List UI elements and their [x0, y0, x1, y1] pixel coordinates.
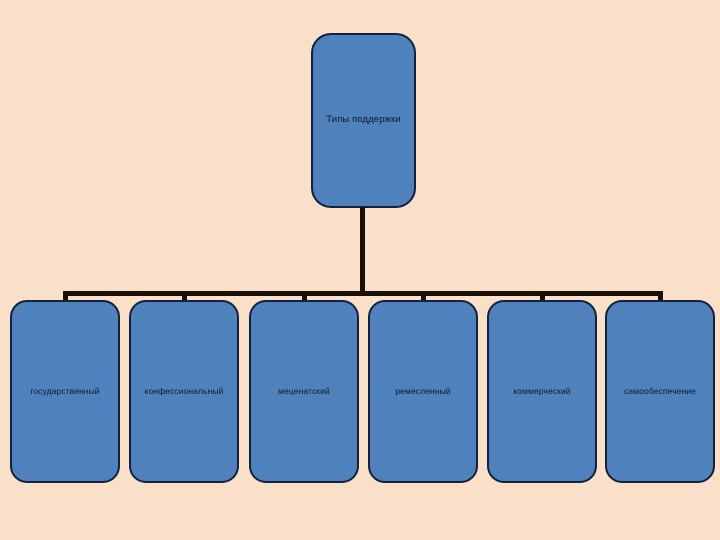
diagram-node-root-label: Типы поддержки	[326, 114, 401, 126]
diagram-node-child-3[interactable]: меценатский	[249, 300, 359, 483]
connector-root-stem	[360, 207, 365, 295]
diagram-node-child-5[interactable]: коммерческий	[487, 300, 597, 483]
diagram-node-child-6-label: самообеспечение	[624, 385, 696, 396]
diagram-node-child-4-label: ремесленный	[395, 385, 451, 396]
diagram-node-child-2[interactable]: конфессиональный	[129, 300, 239, 483]
diagram-node-child-1[interactable]: государственный	[10, 300, 120, 483]
connector-stub-6	[658, 291, 663, 303]
diagram-node-root[interactable]: Типы поддержки	[311, 33, 416, 208]
diagram-node-child-5-label: коммерческий	[513, 385, 571, 396]
connector-stub-1	[63, 291, 68, 303]
diagram-node-child-3-label: меценатский	[278, 385, 330, 396]
connector-stub-3	[302, 291, 307, 303]
connector-horizontal-bar	[63, 291, 663, 296]
connector-stub-4	[421, 291, 426, 303]
connector-stub-5	[540, 291, 545, 303]
diagram-node-child-1-label: государственный	[30, 385, 100, 396]
diagram-node-child-4[interactable]: ремесленный	[368, 300, 478, 483]
connector-stub-2	[182, 291, 187, 303]
diagram-node-child-6[interactable]: самообеспечение	[605, 300, 715, 483]
diagram-node-child-2-label: конфессиональный	[144, 385, 224, 396]
